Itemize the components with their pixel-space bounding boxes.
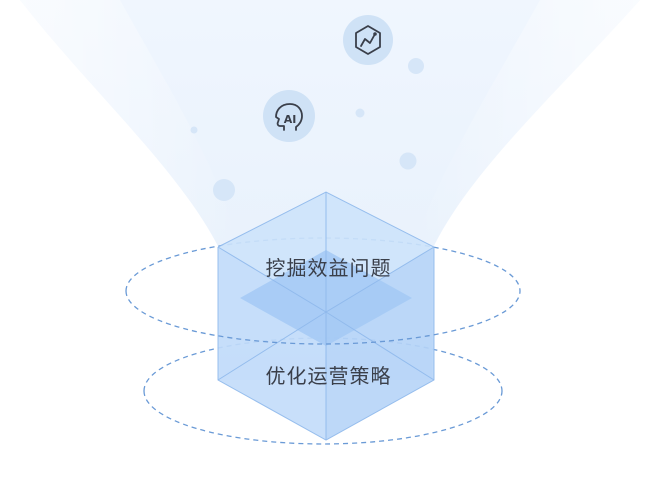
bubble (213, 179, 235, 201)
funnel-shape (20, 0, 640, 380)
label-top: 挖掘效益问题 (265, 256, 392, 280)
cube (217, 191, 435, 441)
funnel-shade-left (20, 0, 240, 250)
funnel-shade-right (412, 0, 640, 250)
svg-text:AI: AI (284, 113, 297, 126)
bubble (190, 126, 198, 134)
ring-back (125, 237, 521, 392)
ring-front (125, 290, 521, 445)
bubble (399, 152, 417, 170)
ai-head-icon: AI (263, 90, 315, 142)
bubble (408, 58, 424, 74)
chart-trend-hexagon-icon (343, 15, 393, 65)
label-bottom: 优化运营策略 (265, 364, 392, 388)
bubble (355, 108, 365, 118)
